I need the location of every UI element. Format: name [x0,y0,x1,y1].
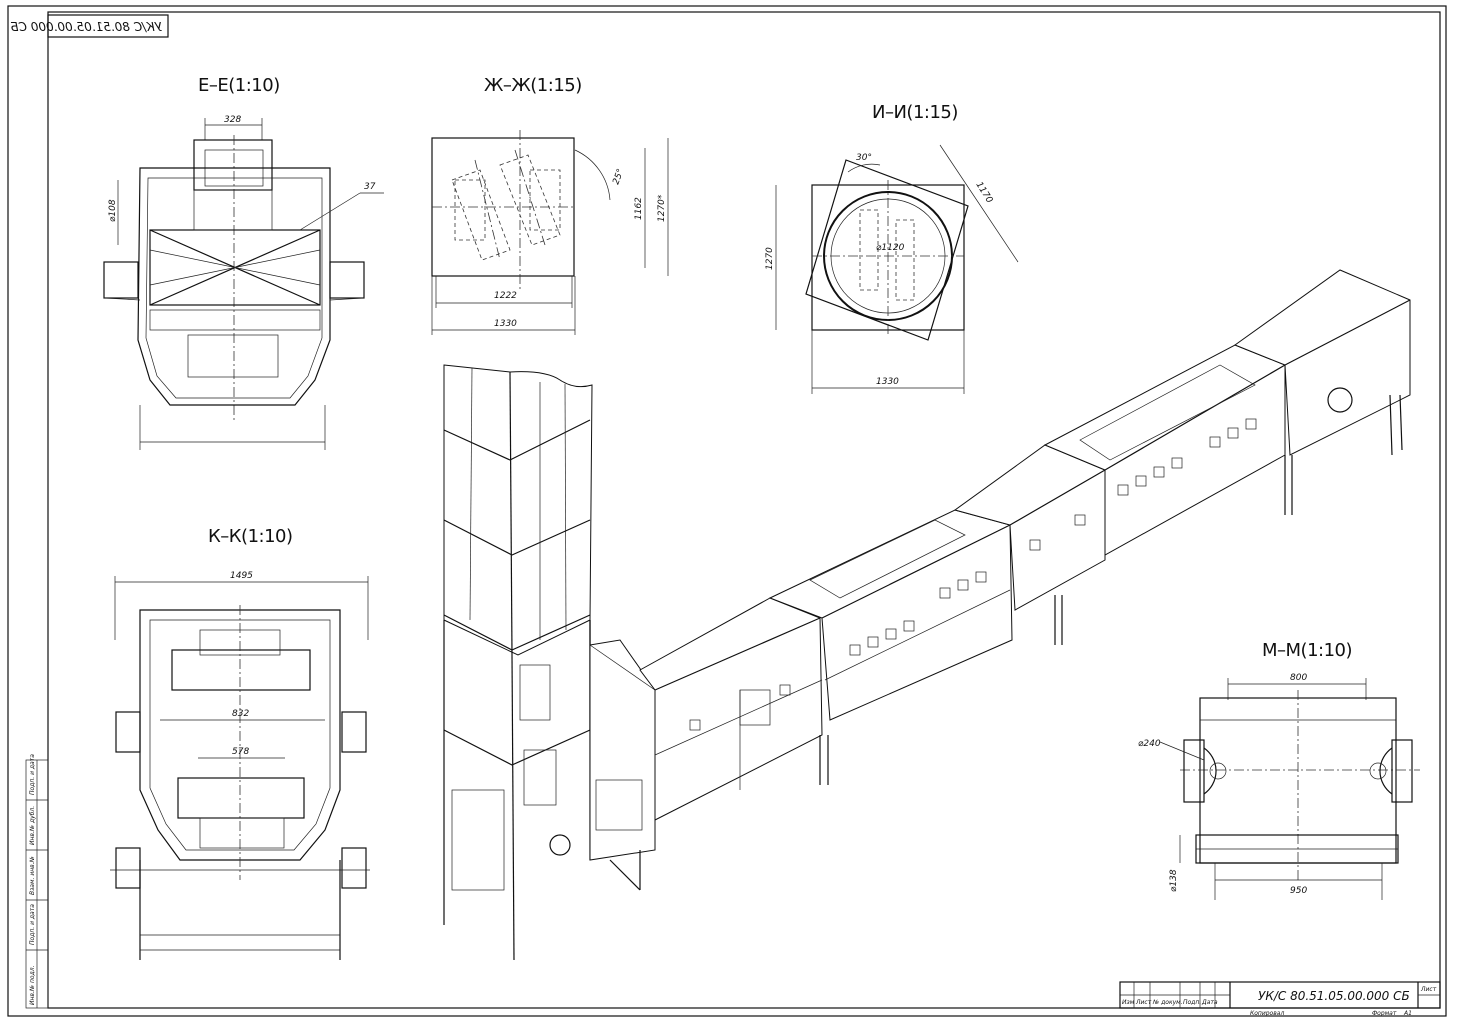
view-mm-title: М–М(1:10) [1262,640,1352,661]
format-label: Формат [1372,1010,1397,1017]
rev-label-4: Подп. [1183,999,1201,1006]
side-label-4: Инв.№ дубл. [29,806,36,845]
view-ii-title: И–И(1:15) [872,102,958,123]
view-mm-dim-dia: ⌀240 [1138,739,1161,749]
view-ee-dim-width: 328 [224,115,241,125]
view-ii: И–И(1:15) 30° 1170 1270 1330 ⌀1120 [765,102,1019,394]
side-label-1: Инв.№ подл. [29,965,36,1005]
view-zhzh-dim-h-inner: 1162 [634,197,644,220]
view-ee-dim-leader: 37 [364,182,376,192]
iso-head-section [1233,269,1411,456]
view-ee-dim-dia: ⌀108 [108,199,118,222]
side-label-2: Подп. и дата [29,904,36,945]
view-kk-dim-lower: 578 [232,747,249,757]
isometric-conveyor-assembly [443,269,1411,961]
view-zhzh-dim-h-outer: 1270* [657,194,667,222]
view-kk-dim-mid: 832 [232,709,249,719]
mirrored-code-box: УК/С 80.51.05.00.000 СБ [10,14,169,38]
view-ii-dim-width: 1330 [876,377,899,387]
iso-vertical-tower [443,364,593,961]
side-label-5: Подп. и дата [29,754,36,795]
view-mm: М–М(1:10) 800 ⌀240 ⌀138 950 [1138,640,1420,900]
view-kk: К–К(1:10) 1495 832 578 [110,526,370,960]
view-ii-dim-height: 1270 [765,247,775,270]
title-block: Изм Лист № докум. Подп. Дата УК/С 80.51.… [1119,981,1441,1017]
copied-label: Копировал [1250,1010,1284,1017]
sheet-label: Лист [1420,986,1437,993]
iso-drive-block [549,639,656,891]
view-zhzh-dim-angle: 25° [611,168,626,186]
view-zhzh-dim-outer: 1330 [494,319,517,329]
view-mm-dim-bottom: 950 [1290,886,1307,896]
view-ii-dim-angle: 30° [856,153,872,163]
side-strip: Инв.№ подл. Подп. и дата Взам. инв.№ Инв… [25,754,49,1009]
view-kk-title: К–К(1:10) [208,526,293,547]
side-label-3: Взам. инв.№ [29,856,36,895]
iso-horizontal-section-2 [768,509,1013,721]
iso-windows [689,418,1257,731]
iso-legs [819,394,1403,785]
view-ii-dim-diag: 1170 [973,180,994,205]
view-zhzh-dim-inner: 1222 [494,291,517,301]
view-ii-dim-dia: ⌀1120 [876,243,905,253]
iso-horizontal-section-1 [639,597,823,821]
format-value: А1 [1403,1010,1412,1017]
view-ee-title: Е–Е(1:10) [198,75,280,96]
view-kk-dim-overall: 1495 [230,571,253,581]
view-ee: Е–Е(1:10) 328 ⌀108 37 [103,75,384,450]
rev-label-5: Дата [1201,999,1218,1006]
rev-label-2: Лист [1135,999,1152,1006]
view-mm-dim-small-dia: ⌀138 [1169,869,1179,892]
view-mm-dim-top: 800 [1290,673,1307,683]
view-zhzh-title: Ж–Ж(1:15) [484,75,582,96]
rev-label-1: Изм [1122,999,1135,1006]
sheet-border-outer [7,5,1447,1017]
drawing-code: УК/С 80.51.05.00.000 СБ [1258,989,1410,1003]
view-zhzh: Ж–Ж(1:15) 25° 1162 1270* 1222 1330 [431,75,669,335]
mirrored-code-text: УК/С 80.51.05.00.000 СБ [10,20,162,34]
sheet-border-inner [47,11,1441,1009]
rev-label-3: № докум. [1152,999,1183,1006]
